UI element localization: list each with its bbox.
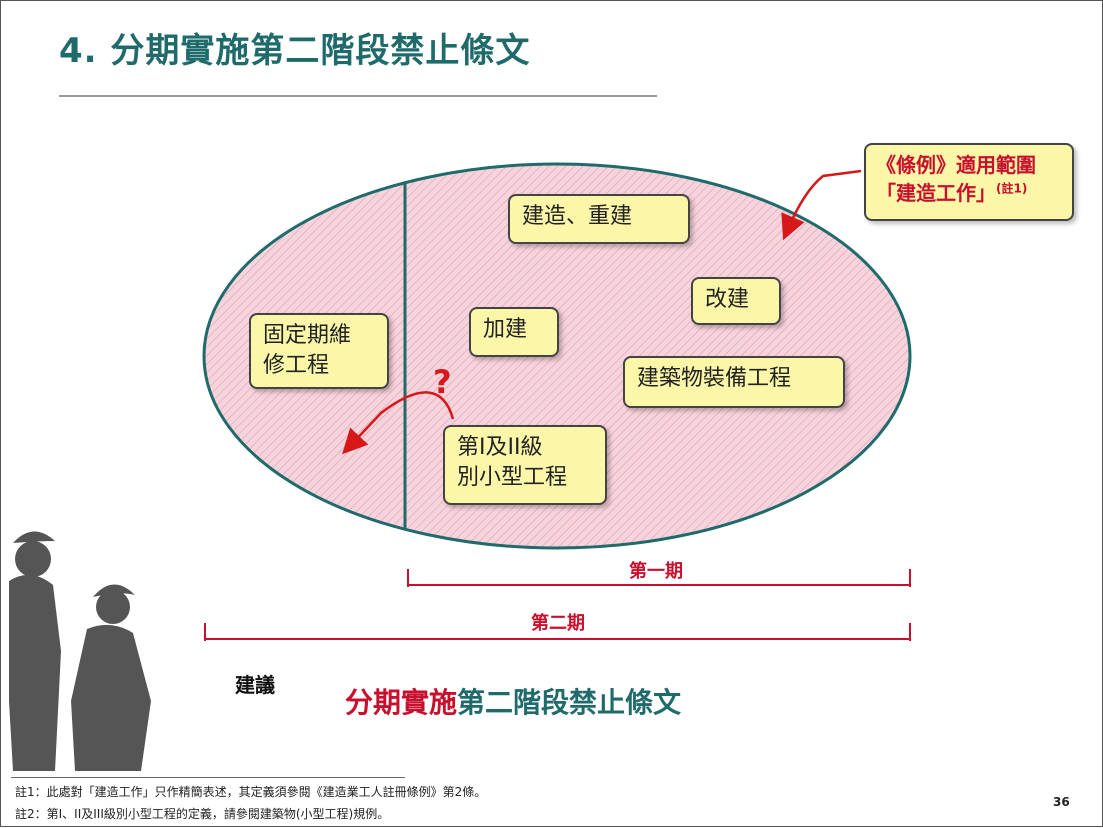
box-construction-label: 建造、重建: [522, 204, 633, 229]
footnote-divider: [11, 777, 405, 778]
phase2-label: 第二期: [531, 613, 585, 634]
page-title: 4. 分期實施第二階段禁止條文: [59, 31, 531, 71]
question-mark: ?: [433, 363, 452, 401]
phase1-bracket: [407, 569, 911, 587]
box-maintenance-line2: 修工程: [263, 352, 330, 378]
scope-callout: 《條例》適用範圍 「建造工作」(註1): [864, 143, 1074, 221]
question-arrow: [342, 391, 455, 455]
box-addition: 加建: [469, 307, 559, 357]
callout-line2-text: 「建造工作」: [876, 181, 996, 205]
footnote-2: 註2：第I、II及III級別小型工程的定義，請參閱建築物(小型工程)規例。: [15, 807, 390, 821]
box-construction: 建造、重建: [508, 194, 690, 244]
box-alteration: 改建: [691, 277, 781, 325]
box-addition-label: 加建: [483, 317, 528, 342]
box-equipment-works: 建築物裝備工程: [623, 356, 845, 408]
box-equipment-label: 建築物裝備工程: [637, 366, 792, 391]
callout-line1: 《條例》適用範圍: [876, 153, 1036, 177]
callout-line2: 「建造工作」(註1): [876, 179, 1062, 207]
box-maintenance-works: 固定期維 修工程: [249, 313, 389, 389]
callout-arrow: [781, 169, 862, 241]
title-divider: [59, 95, 657, 97]
conclusion-text: 分期實施第二階段禁止條文: [345, 681, 681, 721]
scope-ellipse: [202, 162, 912, 550]
page-number: 36: [1053, 795, 1070, 809]
callout-note-ref: (註1): [996, 181, 1028, 196]
box-minor-line2: 別小型工程: [457, 464, 568, 490]
footnote-1: 註1：此處對「建造工作」只作精簡表述，其定義須參閱《建造業工人註冊條例》第2條。: [15, 785, 487, 799]
suggestion-label: 建議: [235, 673, 275, 697]
phase1-label: 第一期: [629, 561, 683, 582]
conclusion-part1: 分期實施: [345, 686, 458, 719]
conclusion-part2: 第二階段禁止條文: [457, 686, 682, 719]
phase2-bracket: [204, 623, 911, 641]
workers-silhouette: [9, 531, 151, 771]
box-minor-works: 第I及II級 別小型工程: [443, 425, 607, 505]
box-minor-line1: 第I及II級: [457, 435, 543, 460]
box-maintenance-line1: 固定期維: [263, 323, 352, 348]
box-alteration-label: 改建: [705, 287, 750, 312]
